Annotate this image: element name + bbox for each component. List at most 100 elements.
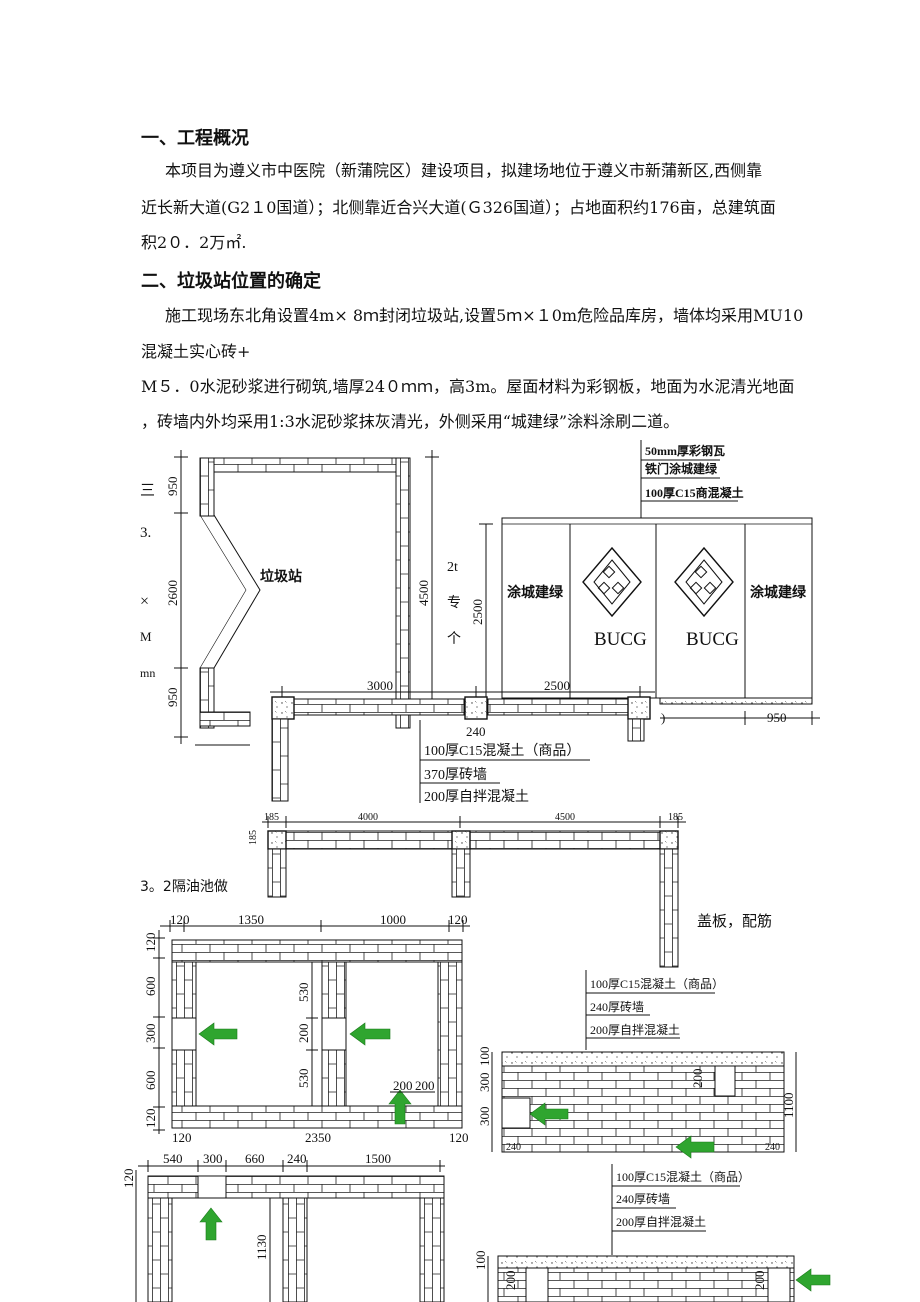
oil-separator-section: 100厚C15混凝土（商品） 240厚砖墙 200厚自拌混凝土 100 300 …: [477, 970, 797, 1159]
flow-arrow-icon: [199, 1207, 223, 1241]
dim-label: 530: [296, 983, 311, 1003]
dim-label: 100: [477, 1047, 492, 1067]
dim-label: 1130: [254, 1234, 269, 1260]
dim-label: 200: [393, 1078, 413, 1093]
dim-label: 120: [121, 1169, 136, 1189]
dim-label: 600: [143, 977, 158, 997]
foundation-section-b: 185 4000 4500 185 185: [248, 812, 686, 968]
dim-label: 1000: [380, 912, 406, 927]
dim-label: 100: [473, 1251, 488, 1271]
dim-label: 120: [143, 1109, 158, 1129]
dim-label: 530: [296, 1069, 311, 1089]
dim-label: 185: [248, 830, 259, 845]
section-note: 370厚砖墙: [424, 767, 487, 783]
panel-label: 涂城建绿: [750, 584, 807, 601]
svg-text:): ): [661, 710, 665, 725]
station-line-3: M５．0水泥砂浆进行砌筑,墙厚24０ｍｍ，高3m。屋面材料为彩钢板，地面为水泥清…: [141, 377, 795, 396]
flow-arrow-icon: [675, 1135, 715, 1159]
dim-label: 540: [163, 1151, 183, 1166]
panel-label: 涂城建绿: [507, 584, 564, 601]
dim-label: 2500: [544, 678, 570, 693]
station-line-1: 施工现场东北角设置4m× 8ｍ封闭垃圾站,设置5ｍ×１0m危险品库房，墙体均采用…: [165, 306, 804, 325]
dim-label: 600: [143, 1071, 158, 1091]
dim-label: 200: [690, 1069, 705, 1089]
dim-label: 120: [449, 1130, 469, 1145]
dim-label: 660: [245, 1151, 265, 1166]
dim-label: 240: [506, 1142, 521, 1153]
dim-label: 200: [415, 1078, 435, 1093]
flow-arrow-icon: [529, 1102, 569, 1126]
dim-label: 2350: [305, 1130, 331, 1145]
section-note: 100厚C15混凝土（商品）: [616, 1169, 750, 1184]
station-line-4: ，砖墙内外均采用1:3水泥砂浆抹灰清光，外侧采用“城建绿”涂料涂刷二道。: [141, 412, 680, 431]
dim-label: 300: [477, 1107, 492, 1127]
section-note: 240厚砖墙: [590, 999, 644, 1014]
fragment-text: 盖板，配筋: [697, 912, 772, 930]
section-note: 100厚C15混凝土（商品）: [590, 976, 724, 991]
dim-label: 1500: [365, 1151, 391, 1166]
foundation-section-a: 3000 2500 240 100厚C15混凝土（商品） 370厚砖墙 200厚…: [270, 678, 655, 805]
dim-label: 240: [466, 724, 486, 739]
overview-line-3: 积2０．2万㎡.: [141, 233, 247, 252]
fragment-text: 个: [447, 631, 461, 647]
fragment-text: mn: [140, 666, 155, 680]
bucg-logo: BUCG: [582, 546, 647, 650]
dim-label: 2500: [470, 599, 485, 625]
section-note: 200厚自拌混凝土: [424, 789, 529, 805]
dim-label: 950: [767, 710, 787, 725]
elevation-note: 铁门涂城建绿: [645, 461, 718, 476]
elevation-note: 100厚C15商混凝土: [645, 485, 744, 500]
flow-arrow-icon: [388, 1089, 412, 1125]
section-note: 200厚自拌混凝土: [616, 1214, 706, 1229]
fragment-text: 专: [447, 595, 461, 611]
oil-separator-section-2: 100厚C15混凝土（商品） 240厚砖墙 200厚自拌混凝土 100 200 …: [473, 1164, 831, 1302]
dim-label: 1100: [781, 1092, 796, 1118]
heading-garbage-station: 二、垃圾站位置的确定: [141, 271, 321, 292]
flow-arrow-icon: [349, 1022, 391, 1046]
dim-label: 120: [170, 912, 190, 927]
dim-label: 120: [143, 933, 158, 953]
bucg-logo: BUCG: [674, 546, 739, 650]
dim-label: 300: [203, 1151, 223, 1166]
section-3-2-heading: 3。2隔油池做: [140, 879, 228, 895]
flow-arrow-icon: [198, 1022, 238, 1046]
elevation-note: 50mm厚彩钢瓦: [645, 443, 725, 458]
dim-label: 4500: [555, 812, 575, 823]
dim-label: 200: [503, 1271, 518, 1291]
fragment-text: 3.: [140, 525, 151, 541]
oil-separator-plan: 120 1350 1000 120 120 600 300 600 120 53…: [143, 912, 470, 1145]
section-note: 100厚C15混凝土（商品）: [424, 743, 580, 759]
garbage-station-elevation: 50mm厚彩钢瓦 铁门涂城建绿 100厚C15商混凝土 涂城建绿 涂城建绿 BU…: [470, 440, 820, 725]
section-note: 240厚砖墙: [616, 1191, 670, 1206]
dim-label: 950: [165, 477, 180, 497]
fragment-text: 2t: [447, 560, 458, 575]
dim-label: 185: [668, 812, 683, 823]
fragment-text: M: [140, 629, 152, 644]
dim-label: 4500: [416, 580, 431, 606]
dim-label: 185: [264, 812, 279, 823]
dim-label: 300: [477, 1073, 492, 1093]
garbage-station-plan: 950 2600 950 垃圾站 4500: [165, 450, 439, 746]
dim-label: 120: [172, 1130, 192, 1145]
dim-label: 200: [752, 1271, 767, 1291]
station-line-2: 混凝土实心砖+: [141, 342, 251, 361]
oil-separator-plan-2: 540 300 660 240 1500 120 1130: [121, 1151, 445, 1302]
dim-label: 2600: [165, 580, 180, 606]
dim-label: 200: [296, 1024, 311, 1044]
dim-label: 240: [287, 1151, 307, 1166]
dim-label: 3000: [367, 678, 393, 693]
dim-label: 300: [143, 1024, 158, 1044]
flow-arrow-icon: [795, 1268, 831, 1292]
svg-text:BUCG: BUCG: [594, 629, 647, 650]
dim-label: 950: [165, 688, 180, 708]
dim-label: 4000: [358, 812, 378, 823]
dim-label: 1350: [238, 912, 264, 927]
svg-text:BUCG: BUCG: [686, 629, 739, 650]
heading-project-overview: 一、工程概况: [141, 128, 249, 149]
garbage-station-label: 垃圾站: [260, 568, 302, 585]
fragment-text: ×: [140, 593, 149, 610]
dim-label: 240: [765, 1142, 780, 1153]
dim-label: 120: [448, 912, 468, 927]
overview-line-1: 本项目为遵义市中医院（新蒲院区）建设项目，拟建场地位于遵义市新蒲新区,西侧靠: [165, 161, 763, 180]
